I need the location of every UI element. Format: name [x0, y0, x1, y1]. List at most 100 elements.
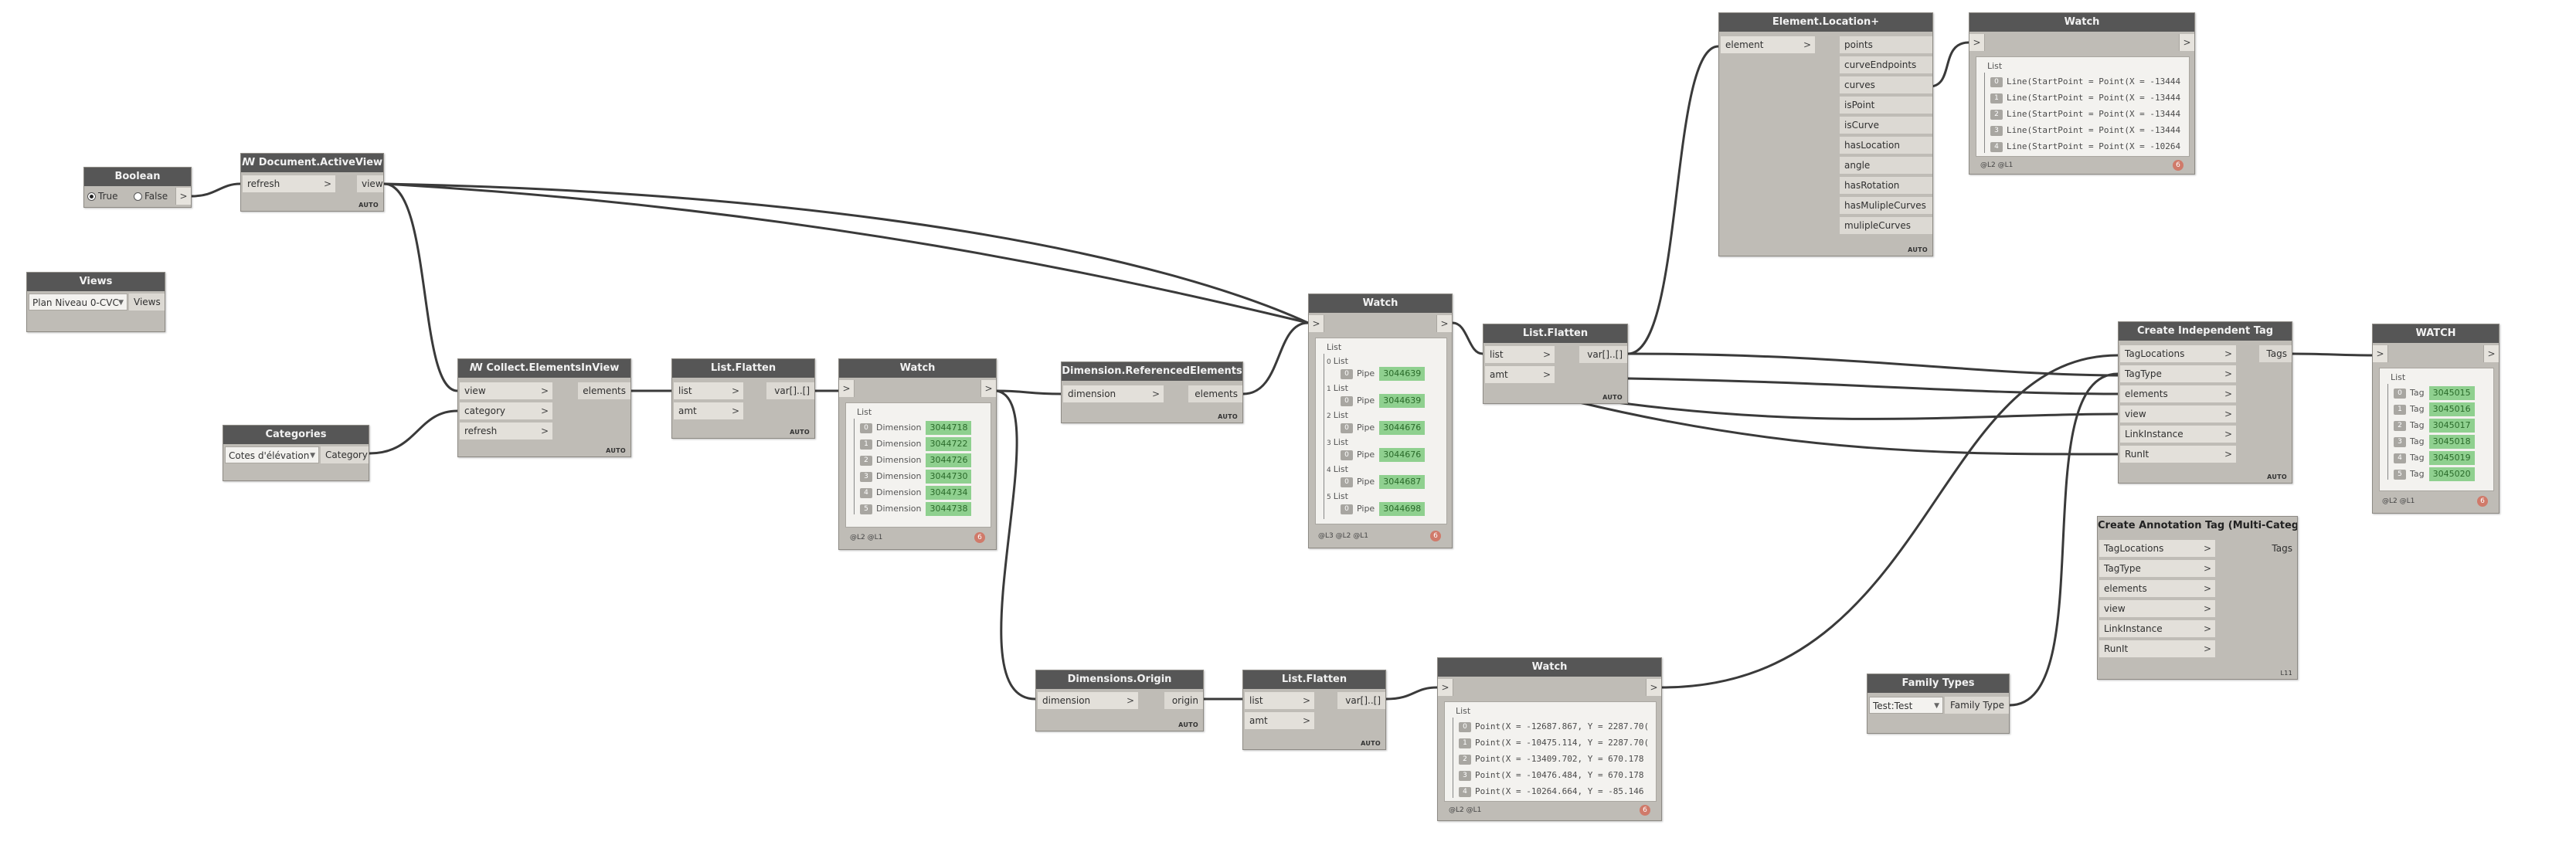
- location-output-muliplecurves[interactable]: mulipleCurves: [1840, 217, 1932, 234]
- collect-input-category[interactable]: category>: [460, 402, 552, 419]
- dimorigin-input-dimension[interactable]: dimension>: [1038, 692, 1138, 709]
- flatten1-node[interactable]: List.Flatten list> amt> var[]..[] AUTO: [671, 358, 815, 439]
- watch1-output-port[interactable]: >: [980, 380, 996, 397]
- watch2-output-port[interactable]: >: [1436, 315, 1452, 332]
- location-output-points[interactable]: points: [1840, 36, 1932, 53]
- flatten2-input-amt[interactable]: amt>: [1485, 366, 1555, 383]
- dimorigin-output-origin[interactable]: origin: [1164, 692, 1203, 709]
- flatten1-input-list[interactable]: list>: [674, 382, 743, 399]
- chevron-right-icon: >: [731, 406, 739, 416]
- views-node[interactable]: Views Plan Niveau 0-CVC▼ Views: [26, 272, 165, 332]
- create_tag-input-taglocations[interactable]: TagLocations>: [2120, 345, 2236, 362]
- annot_tag-input-elements[interactable]: elements>: [2099, 580, 2215, 597]
- watch5-input-port[interactable]: >: [1438, 679, 1453, 696]
- flatten3-input-amt[interactable]: amt>: [1245, 712, 1314, 729]
- item-index: 1: [860, 439, 872, 450]
- flatten2-output[interactable]: var[]..[]: [1579, 346, 1627, 363]
- createtag-node[interactable]: Create Independent Tag Tags AUTO TagLoca…: [2118, 321, 2292, 484]
- boolean-false-option[interactable]: False: [134, 188, 168, 205]
- chevron-right-icon: >: [1542, 369, 1551, 380]
- item-index: 0: [860, 422, 872, 433]
- location-output-curveendpoints[interactable]: curveEndpoints: [1840, 56, 1932, 73]
- create_tag-input-elements[interactable]: elements>: [2120, 385, 2236, 402]
- collect-input-view[interactable]: view>: [460, 382, 552, 399]
- location-output-hasmuliplecurves[interactable]: hasMulipleCurves: [1840, 197, 1932, 214]
- lacing-label: AUTO: [606, 447, 626, 454]
- port-label: amt: [1249, 715, 1268, 726]
- radio-true-icon[interactable]: [87, 192, 96, 201]
- categories-output-port[interactable]: Category: [321, 446, 369, 463]
- familytypes-node[interactable]: Family Types Test:Test▼ Family Type: [1867, 674, 2010, 734]
- annot_tag-input-linkinstance[interactable]: LinkInstance>: [2099, 620, 2215, 637]
- flatten1-input-amt[interactable]: amt>: [674, 402, 743, 419]
- location-output-haslocation[interactable]: hasLocation: [1840, 137, 1932, 154]
- create_tag-input-linkinstance[interactable]: LinkInstance>: [2120, 426, 2236, 443]
- collect-node[interactable]: ꟿ Collect.ElementsInView view> category>…: [457, 358, 631, 457]
- location-output-iscurve[interactable]: isCurve: [1840, 117, 1932, 134]
- annot_tag-input-tagtype[interactable]: TagType>: [2099, 560, 2215, 577]
- boolean-true-option[interactable]: True: [87, 188, 118, 205]
- annot_tag-input-view[interactable]: view>: [2099, 600, 2215, 617]
- annottag-output-tags[interactable]: Tags: [2272, 543, 2292, 554]
- wire-activeview-to-createtag-view: [1583, 396, 2119, 420]
- group-index: 1: [1327, 385, 1331, 393]
- flatten3-node[interactable]: List.Flatten list> amt> var[]..[] AUTO: [1242, 670, 1386, 750]
- create_tag-input-tagtype[interactable]: TagType>: [2120, 365, 2236, 382]
- boolean-node[interactable]: Boolean True False >: [83, 167, 192, 208]
- dimref-input-dimension[interactable]: dimension>: [1063, 385, 1164, 402]
- location-output-angle[interactable]: angle: [1840, 157, 1932, 174]
- familytypes-node-title: Family Types: [1867, 674, 2009, 693]
- watch1-input-port[interactable]: >: [839, 380, 855, 397]
- radio-false-icon[interactable]: [134, 192, 142, 201]
- create_tag-input-runit[interactable]: RunIt>: [2120, 446, 2236, 463]
- collect-output-elements[interactable]: elements: [578, 382, 630, 399]
- watch3-input-port[interactable]: >: [1969, 34, 1985, 51]
- watch3-output-port[interactable]: >: [2179, 34, 2194, 51]
- watch5-output-port[interactable]: >: [1646, 679, 1661, 696]
- item-value: 3045018: [2428, 435, 2475, 449]
- flatten3-input-list[interactable]: list>: [1245, 692, 1314, 709]
- boolean-output-port[interactable]: >: [175, 188, 191, 205]
- location-output-curves[interactable]: curves: [1840, 76, 1932, 93]
- item-value: 3045017: [2428, 419, 2475, 433]
- dimorigin-node[interactable]: Dimensions.Origin dimension> origin AUTO: [1035, 670, 1204, 731]
- activeview-input-refresh[interactable]: refresh>: [243, 175, 335, 192]
- views-dropdown[interactable]: Plan Niveau 0-CVC▼: [29, 294, 127, 311]
- annottag-node[interactable]: Create Annotation Tag (Multi-Category) T…: [2097, 516, 2298, 680]
- create_tag-input-view[interactable]: view>: [2120, 406, 2236, 422]
- flatten3-output[interactable]: var[]..[]: [1337, 692, 1385, 709]
- views-output-port[interactable]: Views: [129, 294, 165, 311]
- annot_tag-input-taglocations[interactable]: TagLocations>: [2099, 540, 2215, 557]
- watch4-output-port[interactable]: >: [2483, 345, 2499, 362]
- activeview-node[interactable]: ꟿ Document.ActiveView refresh> view AUTO: [240, 153, 384, 212]
- familytypes-output-port[interactable]: Family Type: [1945, 697, 2009, 714]
- flatten1-output[interactable]: var[]..[]: [766, 382, 814, 399]
- location-input-element[interactable]: element>: [1721, 36, 1815, 53]
- flatten2-input-list[interactable]: list>: [1485, 346, 1555, 363]
- activeview-output-view[interactable]: view: [357, 175, 383, 192]
- categories-node[interactable]: Categories Cotes d'élévation▼ Category: [223, 425, 369, 481]
- watch4-input-port[interactable]: >: [2373, 345, 2388, 362]
- annot_tag-input-runit[interactable]: RunIt>: [2099, 640, 2215, 657]
- watch1-list-header: List: [857, 407, 872, 417]
- familytypes-dropdown[interactable]: Test:Test▼: [1869, 697, 1943, 714]
- dimref-output-elements[interactable]: elements: [1188, 385, 1242, 402]
- location-output-ispoint[interactable]: isPoint: [1840, 97, 1932, 114]
- flatten2-node[interactable]: List.Flatten list> amt> var[]..[] AUTO: [1483, 324, 1628, 404]
- createtag-output-tags[interactable]: Tags: [2259, 345, 2292, 362]
- collect-input-refresh[interactable]: refresh>: [460, 422, 552, 439]
- categories-dropdown[interactable]: Cotes d'élévation▼: [225, 446, 319, 463]
- watch2-input-port[interactable]: >: [1309, 315, 1324, 332]
- chevron-right-icon: >: [2203, 563, 2211, 574]
- location-output-hasrotation[interactable]: hasRotation: [1840, 177, 1932, 194]
- dimref-node[interactable]: Dimension.ReferencedElements dimension> …: [1061, 361, 1243, 423]
